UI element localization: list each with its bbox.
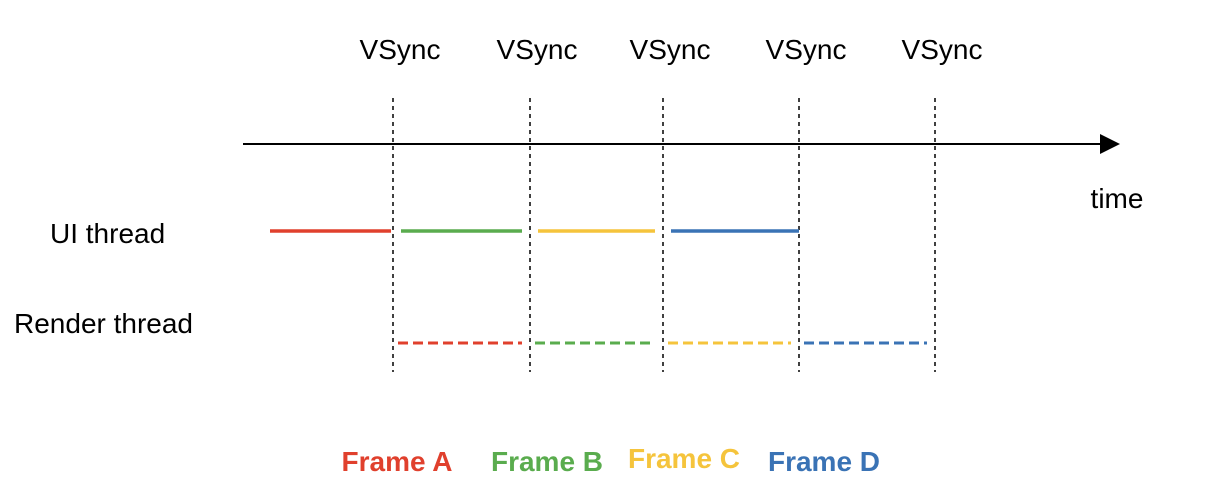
time-axis-label: time <box>1090 183 1144 214</box>
vsync-lines <box>392 98 936 372</box>
vsync-label-4: VSync <box>765 34 847 65</box>
ui-thread-label: UI thread <box>50 218 166 249</box>
vsync-label-1: VSync <box>359 34 441 65</box>
legend-frame-a: Frame A <box>341 446 453 477</box>
vsync-label-3: VSync <box>629 34 711 65</box>
vsync-label-5: VSync <box>901 34 983 65</box>
legend-frame-c: Frame C <box>627 443 741 474</box>
legend-frame-b: Frame B <box>490 446 604 477</box>
vsync-label-2: VSync <box>496 34 578 65</box>
legend-frame-d: Frame D <box>767 446 881 477</box>
render-thread-label: Render thread <box>14 308 194 339</box>
